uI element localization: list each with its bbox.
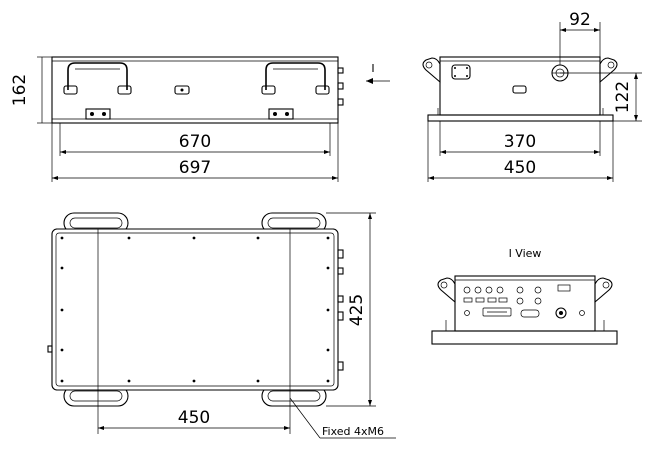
front-view: 162 670 697 I xyxy=(10,56,390,182)
view-arrow: I xyxy=(366,62,390,84)
i-view: I View xyxy=(431,247,618,345)
handle-left xyxy=(63,62,132,95)
svg-text:I: I xyxy=(371,62,374,75)
top-view: 425 450 Fixed 4xM6 xyxy=(47,212,396,439)
handle-right xyxy=(261,62,330,95)
dim-front-outer-width: 697 xyxy=(179,158,211,178)
dim-top-depth: 425 xyxy=(347,294,367,326)
i-view-connectors xyxy=(463,284,585,319)
top-view-screws xyxy=(60,236,330,383)
dim-side-hole-offset: 92 xyxy=(569,10,591,30)
dim-side-inner-width: 370 xyxy=(504,132,536,152)
dim-front-height: 162 xyxy=(10,74,30,106)
view-title: I View xyxy=(509,247,542,260)
mount-note: Fixed 4xM6 xyxy=(322,425,384,438)
dim-side-hole-height: 122 xyxy=(613,81,633,113)
side-view: 92 122 370 450 xyxy=(422,10,642,182)
dim-side-outer-width: 450 xyxy=(504,158,536,178)
dim-front-inner-width: 670 xyxy=(179,132,211,152)
dim-top-mount-spacing: 450 xyxy=(178,408,210,428)
